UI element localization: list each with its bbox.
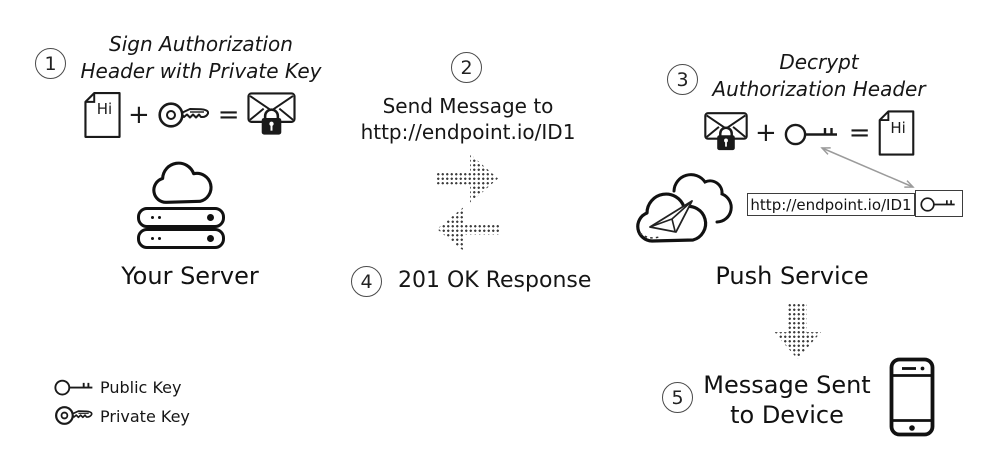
endpoint-key-box	[915, 190, 963, 217]
step-1-title-line2: Header with Private Key	[80, 59, 322, 83]
step-2-badge: 2	[451, 52, 482, 83]
step-3-title-line2: Authorization Header	[712, 77, 926, 101]
endpoint-url-text: http://endpoint.io/ID1	[750, 195, 912, 214]
decrypt-equation: + = Hi	[704, 108, 915, 158]
document-icon	[878, 110, 914, 156]
step-5-text: Message Sent to Device	[698, 370, 876, 430]
rack-port-icon	[207, 235, 214, 242]
step-1-title-line1: Sign Authorization	[109, 32, 293, 56]
step-2-text: Send Message to http://endpoint.io/ID1	[340, 93, 596, 145]
equals-sign: =	[848, 118, 871, 148]
server-cloud-icon	[152, 161, 213, 204]
step-5-line2: to Device	[730, 401, 844, 429]
rack-led-icon	[158, 216, 161, 219]
server-rack-top	[137, 207, 225, 228]
step-4-badge: 4	[351, 266, 382, 297]
message-document-icon: Hi	[84, 91, 121, 139]
private-key-icon	[158, 102, 209, 128]
response-arrow-icon	[437, 206, 499, 252]
push-to-device-arrow-icon	[774, 303, 821, 359]
locked-envelope-icon	[704, 112, 748, 151]
step-5-number: 5	[671, 386, 684, 409]
step-2-number: 2	[460, 56, 473, 79]
step-4-number: 4	[360, 270, 373, 293]
phone-icon	[889, 357, 935, 437]
plus-sign: +	[128, 100, 150, 130]
public-key-icon	[920, 197, 955, 212]
step-3-title-line1: Decrypt	[779, 50, 859, 74]
key-link-arrow-icon	[820, 147, 915, 188]
step-1-badge: 1	[35, 48, 66, 79]
rack-port-icon	[207, 214, 214, 221]
endpoint-url-box: http://endpoint.io/ID1	[747, 193, 915, 216]
step-1-number: 1	[44, 52, 57, 75]
push-service-label: Push Service	[715, 262, 869, 290]
document-icon	[84, 92, 121, 138]
rack-led-icon	[151, 216, 154, 219]
rack-led-icon	[158, 237, 161, 240]
sign-equation: Hi + =	[84, 88, 296, 142]
step-2-line1: Send Message to	[382, 94, 554, 118]
legend-public-key-label: Public Key	[100, 378, 182, 397]
request-arrow-icon	[436, 154, 498, 203]
step-5-badge: 5	[662, 382, 693, 413]
locked-envelope-icon	[247, 91, 296, 135]
rack-led-icon	[151, 237, 154, 240]
decrypted-document-icon: Hi	[878, 110, 915, 156]
legend-private-key-icon	[55, 406, 93, 425]
your-server-label: Your Server	[121, 262, 259, 290]
step-3-number: 3	[676, 68, 689, 91]
plus-sign: +	[755, 118, 777, 148]
document-text: Hi	[890, 119, 906, 137]
step-1-title: Sign Authorization Header with Private K…	[70, 31, 332, 85]
document-text: Hi	[96, 100, 113, 118]
legend-private-key-label: Private Key	[100, 407, 190, 426]
step-3-badge: 3	[667, 64, 698, 95]
public-key-icon	[784, 123, 837, 146]
push-service-cloud-icon	[636, 173, 733, 243]
step-2-endpoint-url: http://endpoint.io/ID1	[360, 120, 576, 144]
step-5-line1: Message Sent	[703, 371, 871, 399]
server-rack-bottom	[137, 228, 225, 249]
legend-public-key-icon	[54, 379, 93, 396]
equals-sign: =	[217, 100, 240, 130]
step-3-title: Decrypt Authorization Header	[688, 49, 950, 103]
step-4-label: 201 OK Response	[398, 268, 592, 293]
